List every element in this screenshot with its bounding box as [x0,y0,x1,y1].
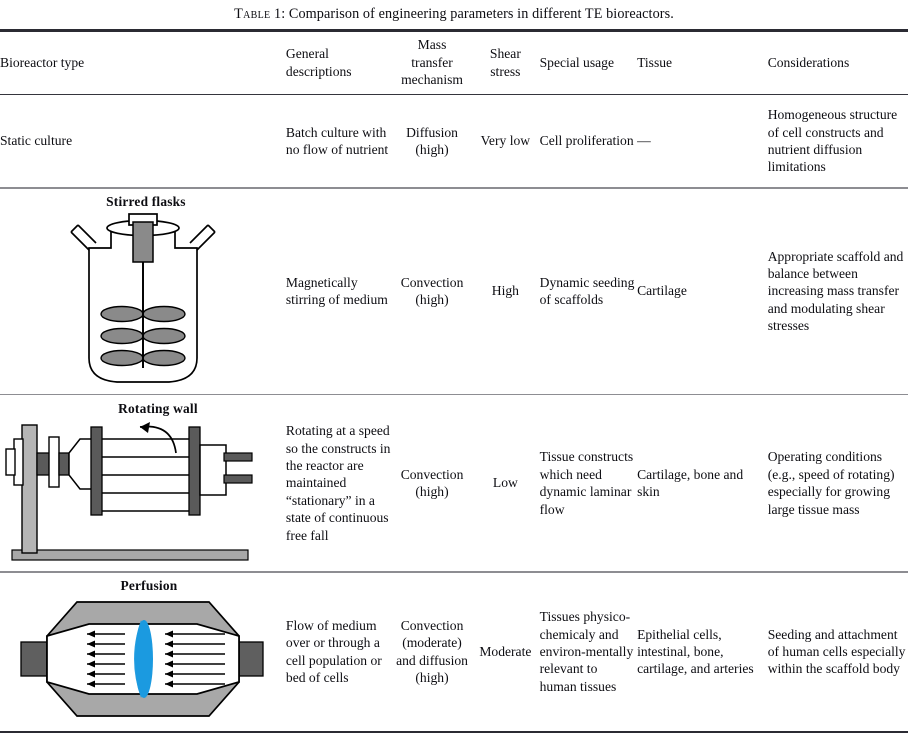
column-header-general-descriptions: General descriptions [285,46,352,79]
cell-special-usage: Tissue constructs which need dynamic lam… [539,449,634,517]
table-caption: Table 1: Comparison of engineering param… [0,0,908,24]
cell-considerations: Operating conditions (e.g., speed of rot… [767,449,895,517]
column-header-tissue: Tissue [637,54,673,70]
table-top-rule [0,29,908,32]
diagram-label: Stirred flasks [106,194,186,210]
stirred-flask-figure: Stirred flasks [0,194,286,388]
stirred-flask-diagram [70,213,216,383]
cell-considerations: Seeding and attachment of human cells es… [767,626,906,677]
row-separator-rule [0,393,908,396]
cell-mass-transfer-mechanism: Convection (high) [400,466,464,500]
cell-bioreactor-type: Static culture [0,133,73,149]
row-separator-rule [0,571,908,573]
cell-tissue: Cartilage [637,283,687,299]
cell-special-usage: Tissues physico-chemicaly and environ-me… [539,609,634,694]
table-header-row: Bioreactor type General descriptions Mas… [0,32,908,94]
diagram-label: Rotating wall [118,401,198,417]
comparison-table-body-perfusion: Perfusion [0,573,908,731]
cell-tissue: Epithelial cells, intestinal, bone, cart… [637,626,754,677]
rotating-wall-vessel-diagram [5,422,253,561]
perfusion-chamber-diagram [20,600,264,717]
cell-considerations: Appropriate scaffold and balance between… [767,248,904,334]
table-row: Static culture Batch culture with no flo… [0,95,908,187]
rotating-wall-figure: Rotating wall [0,401,286,565]
cell-mass-transfer-mechanism: Diffusion (high) [406,124,458,157]
cell-shear-stress: High [491,283,519,299]
column-header-considerations: Considerations [767,54,850,70]
cell-special-usage: Cell proliferation [539,133,634,149]
cell-bioreactor-type: Stirred flasks [0,189,286,394]
column-header-shear-stress: Shear stress [489,46,521,79]
comparison-table-body-rotating: Rotating wall [0,395,908,571]
cell-bioreactor-type: Perfusion [0,573,286,731]
cell-shear-stress: Low [492,475,518,491]
perfusion-figure: Perfusion [0,578,286,726]
cell-tissue: Cartilage, bone and skin [637,466,744,500]
cell-general-descriptions: Rotating at a speed so the constructs in… [285,423,391,543]
cell-general-descriptions: Magnetically stirring of medium [285,274,388,308]
cell-special-usage: Dynamic seeding of scaffolds [539,274,635,308]
table-row: Rotating wall [0,395,908,571]
header-separator-rule [0,93,908,95]
cell-tissue: — [637,133,651,149]
table-bottom-rule [0,730,908,734]
cell-general-descriptions: Batch culture with no flow of nutrient [285,124,389,157]
table-row: Perfusion [0,573,908,731]
comparison-table: Bioreactor type General descriptions Mas… [0,32,908,94]
cell-considerations: Homogeneous structure of cell constructs… [767,107,898,175]
column-header-special-usage: Special usage [539,54,614,70]
cell-shear-stress: Moderate [479,644,532,660]
column-header-mass-transfer-mechanism: Mass transfer mechanism [401,37,463,88]
table-caption-text: 1: Comparison of engineering parameters … [270,6,674,22]
comparison-table-body-stirred: Stirred flasks [0,189,908,394]
cell-general-descriptions: Flow of medium over or through a cell po… [285,617,382,686]
row-separator-rule [0,186,908,189]
diagram-label: Perfusion [120,577,178,593]
table-caption-label: Table [234,6,271,22]
table-row: Stirred flasks [0,189,908,394]
cell-mass-transfer-mechanism: Convection (moderate) and diffusion (hig… [396,617,468,686]
column-header-bioreactor-type: Bioreactor type [0,54,85,70]
comparison-table-body-static: Static culture Batch culture with no flo… [0,95,908,187]
cell-shear-stress: Very low [480,133,531,149]
cell-mass-transfer-mechanism: Convection (high) [400,274,464,308]
cell-bioreactor-type: Rotating wall [0,395,286,571]
